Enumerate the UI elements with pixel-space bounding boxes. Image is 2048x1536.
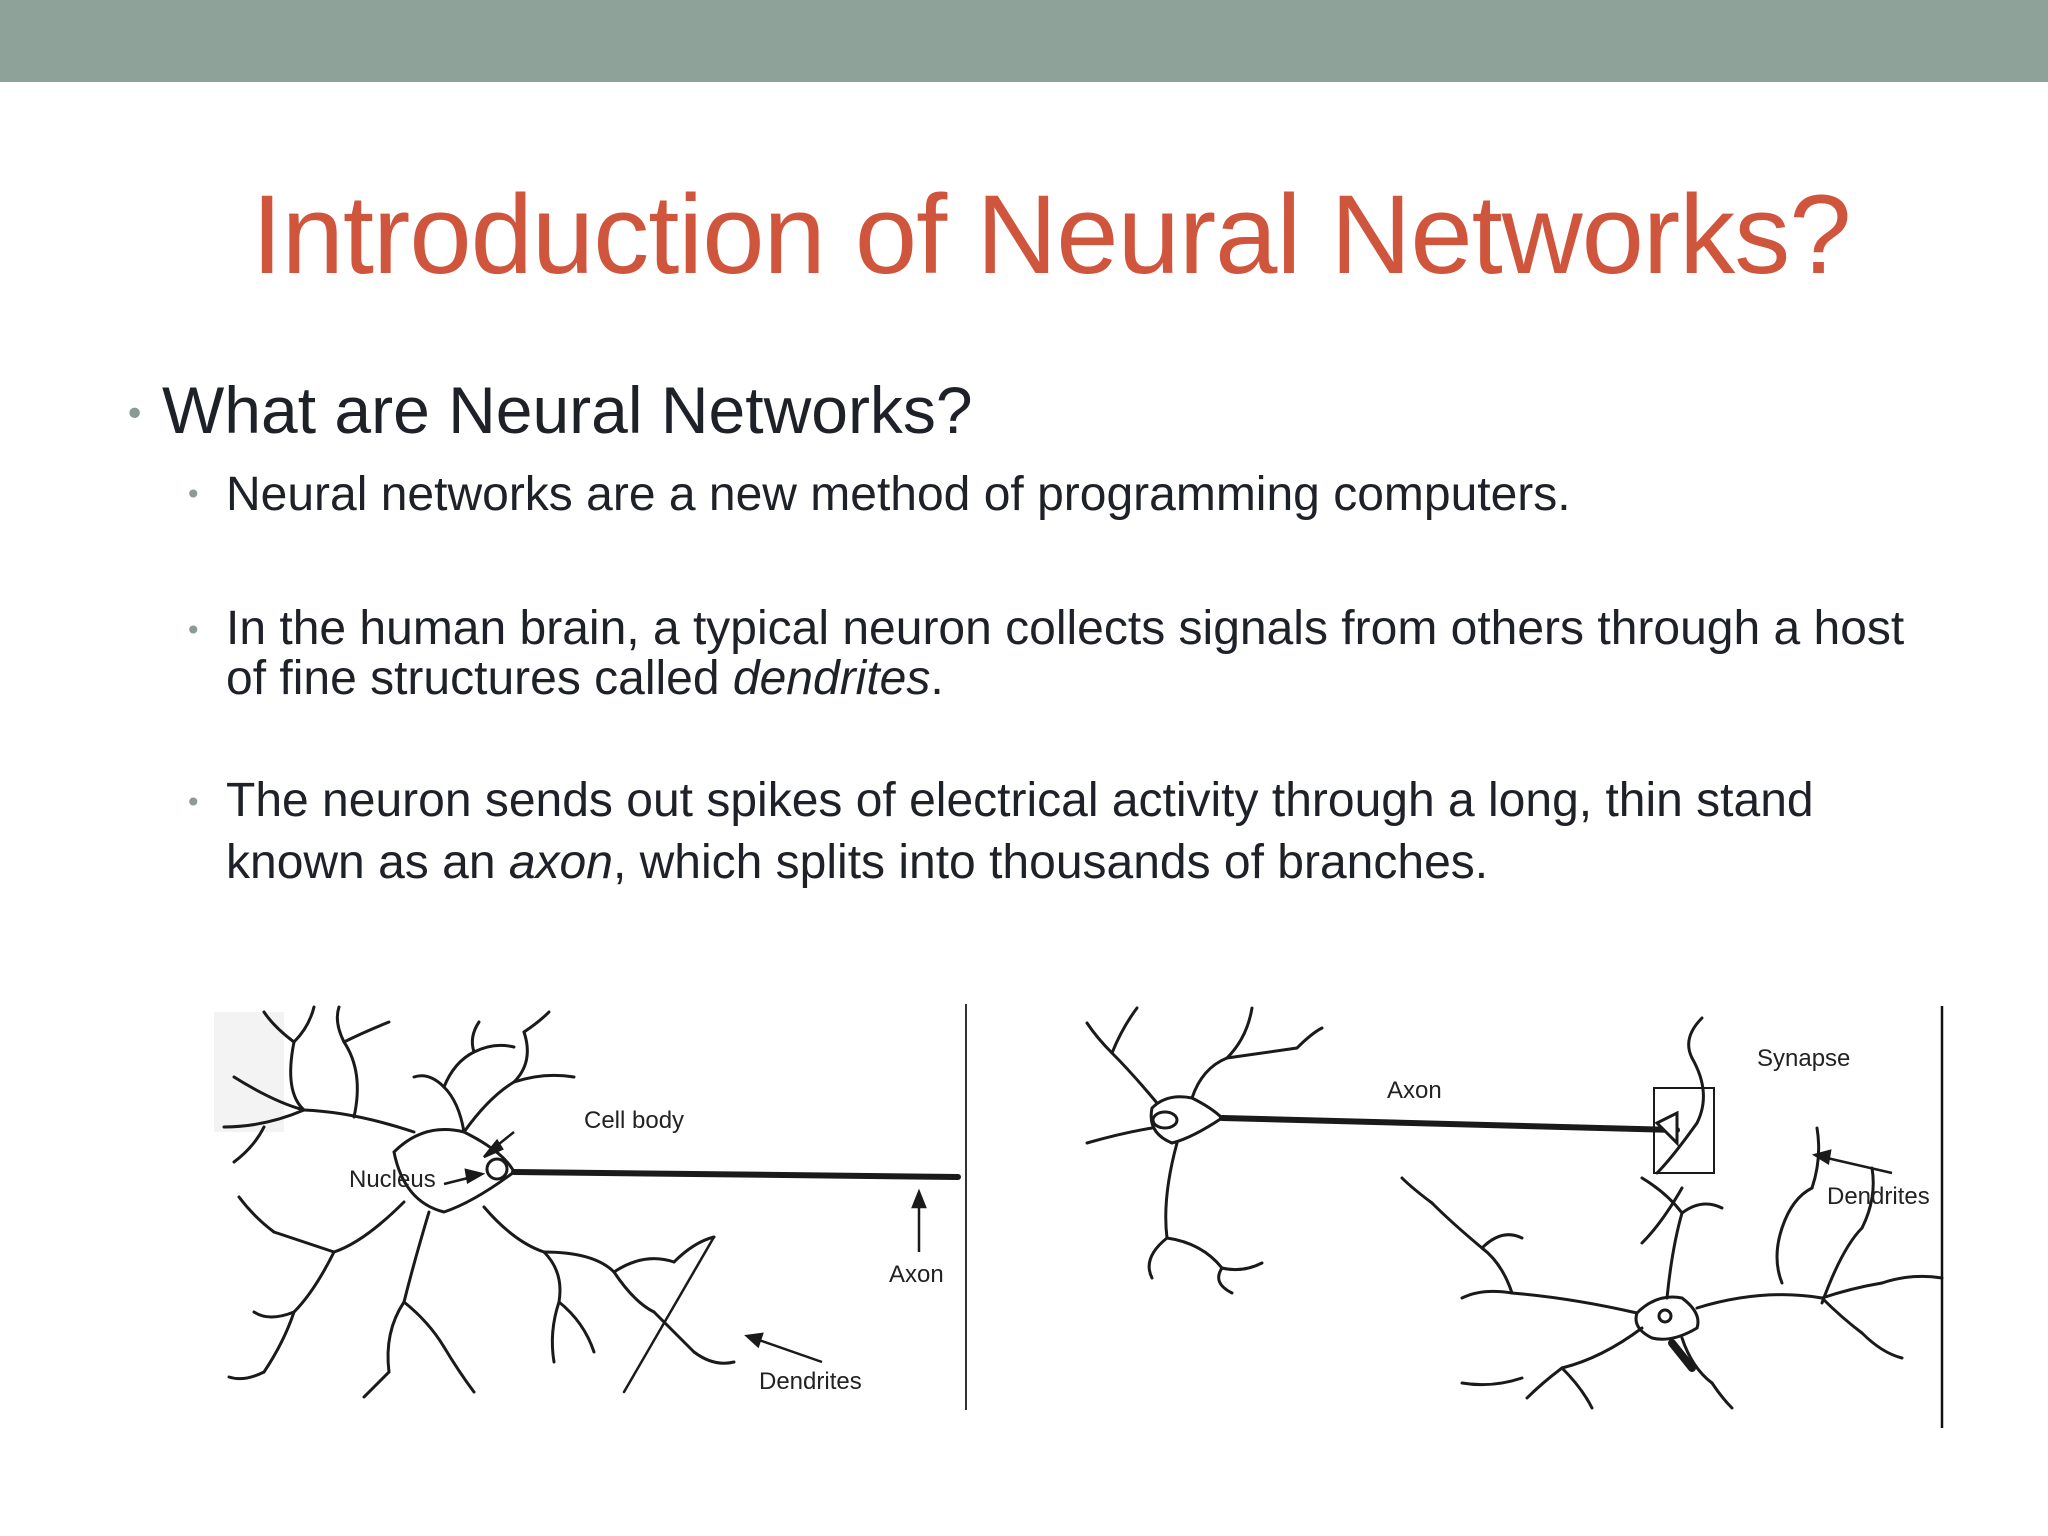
label-cell-body: Cell body <box>584 1107 684 1134</box>
bullet-dot-icon: • <box>185 478 202 511</box>
neuron-illustration-right: Axon Synapse Dendrites <box>1082 998 1946 1430</box>
sub-bullet-1-text: Neural networks are a new method of prog… <box>226 468 1571 521</box>
sub-bullet-1: Neural networks are a new method of prog… <box>226 470 1946 520</box>
sub-bullet-3-line-2: known as an axon, which splits into thou… <box>226 838 1946 888</box>
label-axon: Axon <box>889 1261 944 1288</box>
label-dendrites: Dendrites <box>759 1368 862 1395</box>
label-nucleus: Nucleus <box>349 1166 436 1193</box>
sub-bullet-2-text-a: In the human brain, a typical neuron col… <box>226 602 1905 705</box>
sub-bullet-3-text-a: The neuron sends out spikes of electrica… <box>226 774 1814 827</box>
sub-bullet-3-text-c: , which splits into thousands of branche… <box>612 836 1489 889</box>
sub-bullet-2-text-b: . <box>930 652 944 705</box>
slide-title: Introduction of Neural Networks? <box>251 172 1852 297</box>
sub-bullet-2: In the human brain, a typical neuron col… <box>226 604 1946 704</box>
sub-bullet-2-emphasis: dendrites <box>732 652 931 705</box>
label-axon: Axon <box>1387 1077 1442 1104</box>
neuron-illustration-left: Cell body Nucleus Axon Dendrites <box>214 1002 978 1414</box>
neuron-diagram-left: Cell body Nucleus Axon Dendrites <box>214 1002 978 1414</box>
sub-bullet-3-text-b: known as an <box>226 836 509 889</box>
neuron-diagram-right: Axon Synapse Dendrites <box>1082 998 1946 1430</box>
bullet-dot-icon: • <box>185 614 202 647</box>
sub-bullet-3-emphasis: axon <box>508 836 613 889</box>
bullet-dot-icon: • <box>124 394 146 435</box>
heading-bullet: What are Neural Networks? <box>162 373 973 447</box>
sub-bullet-3: The neuron sends out spikes of electrica… <box>226 776 1946 888</box>
label-synapse: Synapse <box>1757 1045 1850 1072</box>
bullet-dot-icon: • <box>185 786 202 819</box>
top-band <box>0 0 2048 82</box>
label-dendrites: Dendrites <box>1827 1183 1930 1210</box>
